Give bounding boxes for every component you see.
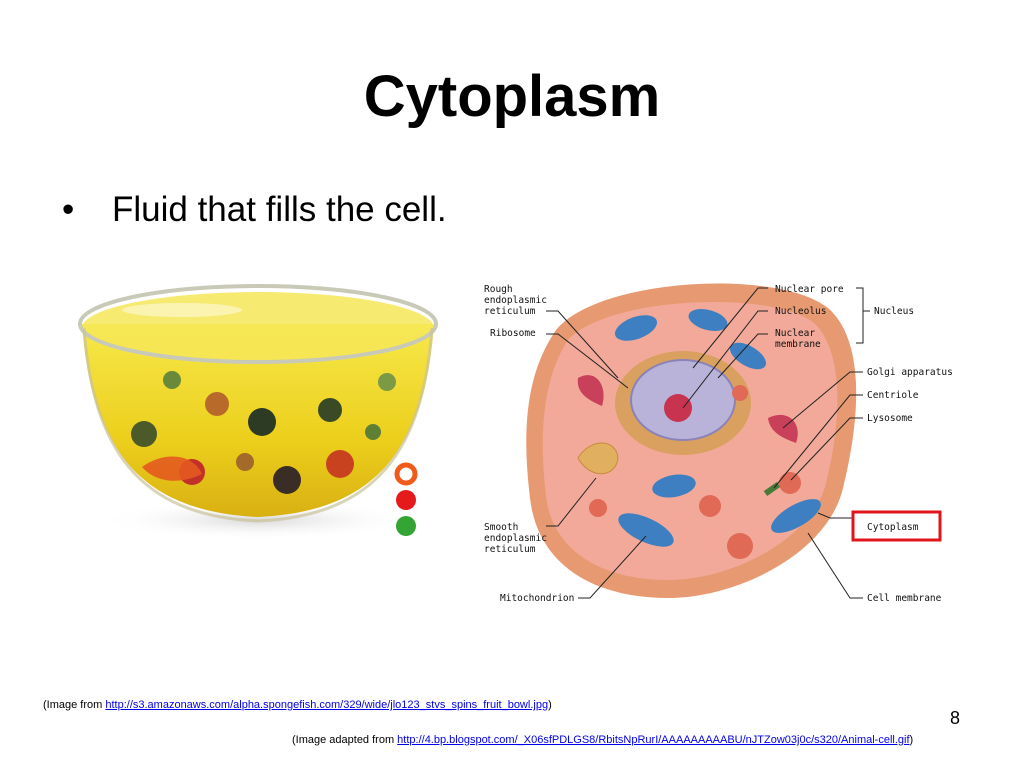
golgi-apparatus-left <box>577 375 604 406</box>
label-golgi-apparatus: Golgi apparatus <box>867 367 953 378</box>
jello-surface <box>82 292 434 364</box>
label-lysosome: Lysosome <box>867 413 913 424</box>
grape <box>248 408 276 436</box>
peach-slice <box>142 456 202 481</box>
label-rough-er-3: reticulum <box>484 306 536 317</box>
lysosome <box>727 533 753 559</box>
animal-cell-illustration: Rough endoplasmic reticulum Ribosome Smo… <box>484 283 953 604</box>
nucleolus <box>664 394 692 422</box>
label-nucleus: Nucleus <box>874 306 914 317</box>
leader-lines <box>546 287 870 599</box>
grape <box>163 371 181 389</box>
green-dot <box>396 516 416 536</box>
slide-title: Cytoplasm <box>363 64 661 129</box>
cytoplasm-highlight-box <box>851 510 942 542</box>
orange-ring-dot <box>394 462 418 486</box>
label-nuclear-pore: Nuclear pore <box>775 284 844 295</box>
grape <box>318 398 342 422</box>
grape <box>365 424 381 440</box>
label-mitochondrion: Mitochondrion <box>500 593 574 604</box>
mitochondrion <box>771 499 821 533</box>
label-rough-er-1: Rough <box>484 284 513 295</box>
mitochondrion <box>618 513 674 547</box>
strawberry <box>326 450 354 478</box>
image-credit-1: (Image from http://s3.amazonaws.com/alph… <box>43 698 552 712</box>
fruit-piece <box>236 453 254 471</box>
bullet-text: Fluid that fills the cell. <box>112 190 447 229</box>
red-dot <box>396 490 416 510</box>
lysosome <box>589 499 607 517</box>
jello-bowl-image <box>72 262 444 680</box>
grape <box>273 466 301 494</box>
jello-bowl-illustration <box>78 284 438 540</box>
credit-2-suffix: ) <box>909 734 914 746</box>
credit-2-prefix: (Image adapted from <box>292 734 398 746</box>
credit-1-link[interactable]: http://s3.amazonaws.com/alpha.spongefish… <box>105 699 549 711</box>
bullet-symbol: • <box>62 190 75 229</box>
label-nuclear-membrane-1: Nuclear <box>775 328 815 339</box>
label-rough-er-2: endoplasmic <box>484 295 547 306</box>
label-smooth-er-3: reticulum <box>484 544 536 555</box>
bowl-edge <box>82 327 434 523</box>
label-cell-membrane: Cell membrane <box>867 593 942 604</box>
credit-1-suffix: ) <box>548 699 552 711</box>
image-credit-2: (Image adapted from http://4.bp.blogspot… <box>292 733 913 747</box>
mitochondrion <box>688 309 728 331</box>
label-nucleolus: Nucleolus <box>775 306 826 317</box>
label-cytoplasm: Cytoplasm <box>867 522 919 533</box>
glass-reflection <box>122 303 242 317</box>
lysosome <box>779 472 801 494</box>
grape <box>131 421 157 447</box>
label-ribosome: Ribosome <box>490 328 536 339</box>
label-nuclear-membrane-2: membrane <box>775 339 821 350</box>
bowl-rim <box>78 284 438 364</box>
mitochondrion <box>652 474 696 498</box>
label-smooth-er-2: endoplasmic <box>484 533 547 544</box>
mitochondrion <box>729 342 767 370</box>
bullet-item: • Fluid that fills the cell. <box>62 188 447 232</box>
animal-cell-diagram: Rough endoplasmic reticulum Ribosome Smo… <box>478 268 958 618</box>
credit-1-prefix: (Image from <box>43 699 106 711</box>
mitochondrion <box>614 315 658 341</box>
fruit-piece <box>205 392 229 416</box>
label-centriole: Centriole <box>867 390 919 401</box>
grape <box>378 373 396 391</box>
lysosome <box>732 385 748 401</box>
smooth-er <box>577 442 619 475</box>
credit-2-link[interactable]: http://4.bp.blogspot.com/_X06sfPDLGS8/Rb… <box>397 734 910 746</box>
lysosome <box>699 495 721 517</box>
page-number: 8 <box>950 708 961 728</box>
label-smooth-er-1: Smooth <box>484 522 518 533</box>
